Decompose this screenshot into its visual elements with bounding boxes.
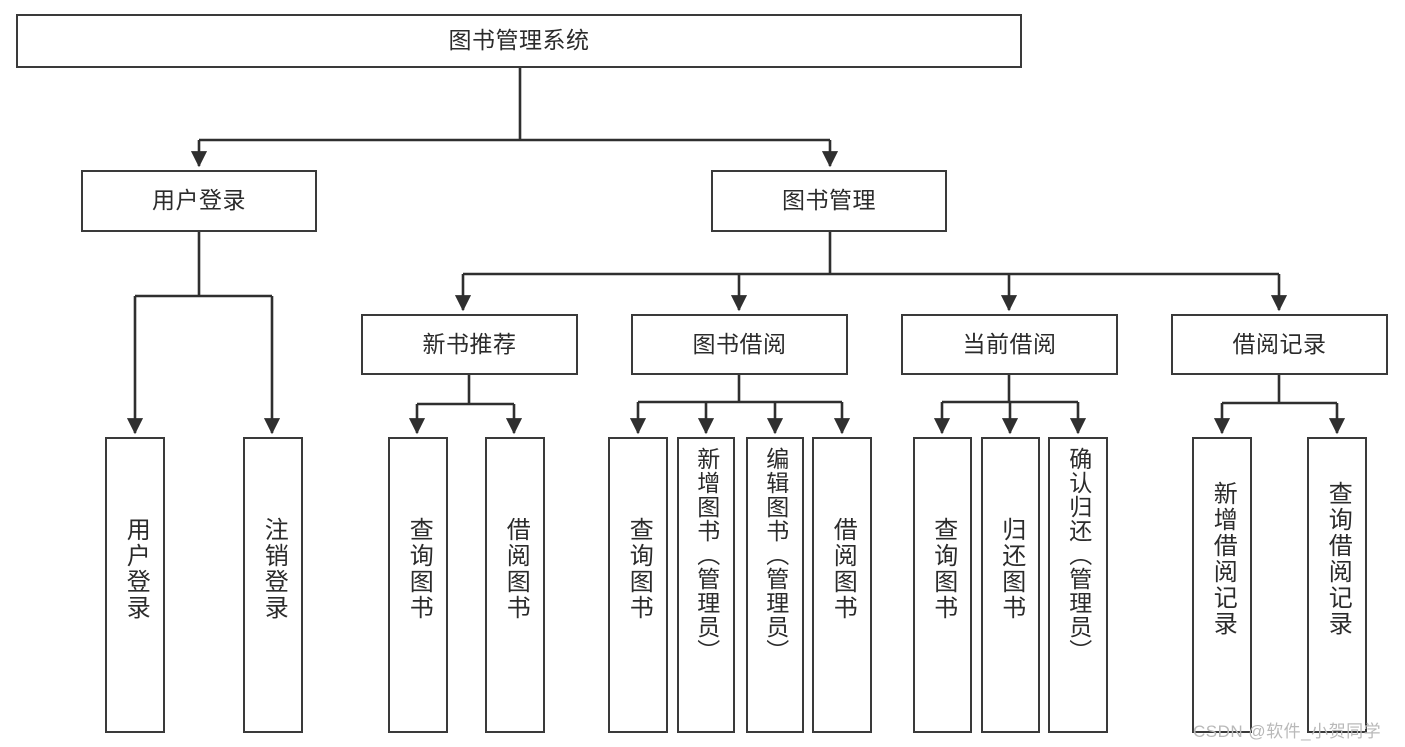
node-leaf-user-login[interactable]: 用户登录 [105, 437, 165, 733]
node-root-label: 图书管理系统 [448, 27, 590, 54]
node-borrow-records[interactable]: 借阅记录 [1171, 314, 1388, 375]
node-leaf-return-book-label: 归还图书 [997, 517, 1025, 621]
node-leaf-edit-book-label: 编辑图书（管理员） [762, 447, 789, 663]
node-leaf-borrow-book-1-label: 借阅图书 [502, 517, 530, 621]
node-leaf-logout-login[interactable]: 注销登录 [243, 437, 303, 733]
node-leaf-add-book[interactable]: 新增图书（管理员） [677, 437, 735, 733]
node-leaf-query-record[interactable]: 查询借阅记录 [1307, 437, 1367, 733]
node-leaf-query-book-2-label: 查询图书 [625, 517, 653, 621]
node-leaf-confirm-return-label: 确认归还（管理员） [1065, 447, 1092, 663]
node-book-management-label: 图书管理 [782, 187, 876, 214]
node-leaf-query-book-3[interactable]: 查询图书 [913, 437, 972, 733]
node-leaf-edit-book[interactable]: 编辑图书（管理员） [746, 437, 804, 733]
node-leaf-add-book-label: 新增图书（管理员） [693, 447, 720, 663]
node-leaf-logout-login-label: 注销登录 [260, 517, 288, 621]
node-leaf-query-book-1-label: 查询图书 [405, 517, 433, 621]
node-leaf-add-record[interactable]: 新增借阅记录 [1192, 437, 1252, 733]
node-leaf-add-record-label: 新增借阅记录 [1209, 481, 1237, 637]
node-leaf-query-book-3-label: 查询图书 [929, 517, 957, 621]
node-leaf-borrow-book-2[interactable]: 借阅图书 [812, 437, 872, 733]
node-leaf-confirm-return[interactable]: 确认归还（管理员） [1048, 437, 1108, 733]
node-new-book-recommend[interactable]: 新书推荐 [361, 314, 578, 375]
node-current-borrow[interactable]: 当前借阅 [901, 314, 1118, 375]
node-user-login[interactable]: 用户登录 [81, 170, 317, 232]
node-current-borrow-label: 当前借阅 [962, 330, 1057, 357]
node-leaf-query-book-1[interactable]: 查询图书 [388, 437, 448, 733]
node-leaf-return-book[interactable]: 归还图书 [981, 437, 1040, 733]
node-borrow-records-label: 借阅记录 [1232, 330, 1327, 357]
node-user-login-label: 用户登录 [152, 187, 246, 214]
node-root[interactable]: 图书管理系统 [16, 14, 1022, 68]
csdn-watermark: CSDN @软件_小贺同学 [1193, 722, 1382, 741]
node-book-management[interactable]: 图书管理 [711, 170, 947, 232]
node-new-book-recommend-label: 新书推荐 [422, 330, 517, 357]
node-leaf-borrow-book-1[interactable]: 借阅图书 [485, 437, 545, 733]
node-leaf-query-book-2[interactable]: 查询图书 [608, 437, 668, 733]
node-leaf-borrow-book-2-label: 借阅图书 [829, 517, 857, 621]
node-leaf-query-record-label: 查询借阅记录 [1324, 481, 1352, 637]
node-book-borrow-label: 图书借阅 [692, 330, 787, 357]
node-book-borrow[interactable]: 图书借阅 [631, 314, 848, 375]
node-leaf-user-login-label: 用户登录 [122, 517, 150, 621]
